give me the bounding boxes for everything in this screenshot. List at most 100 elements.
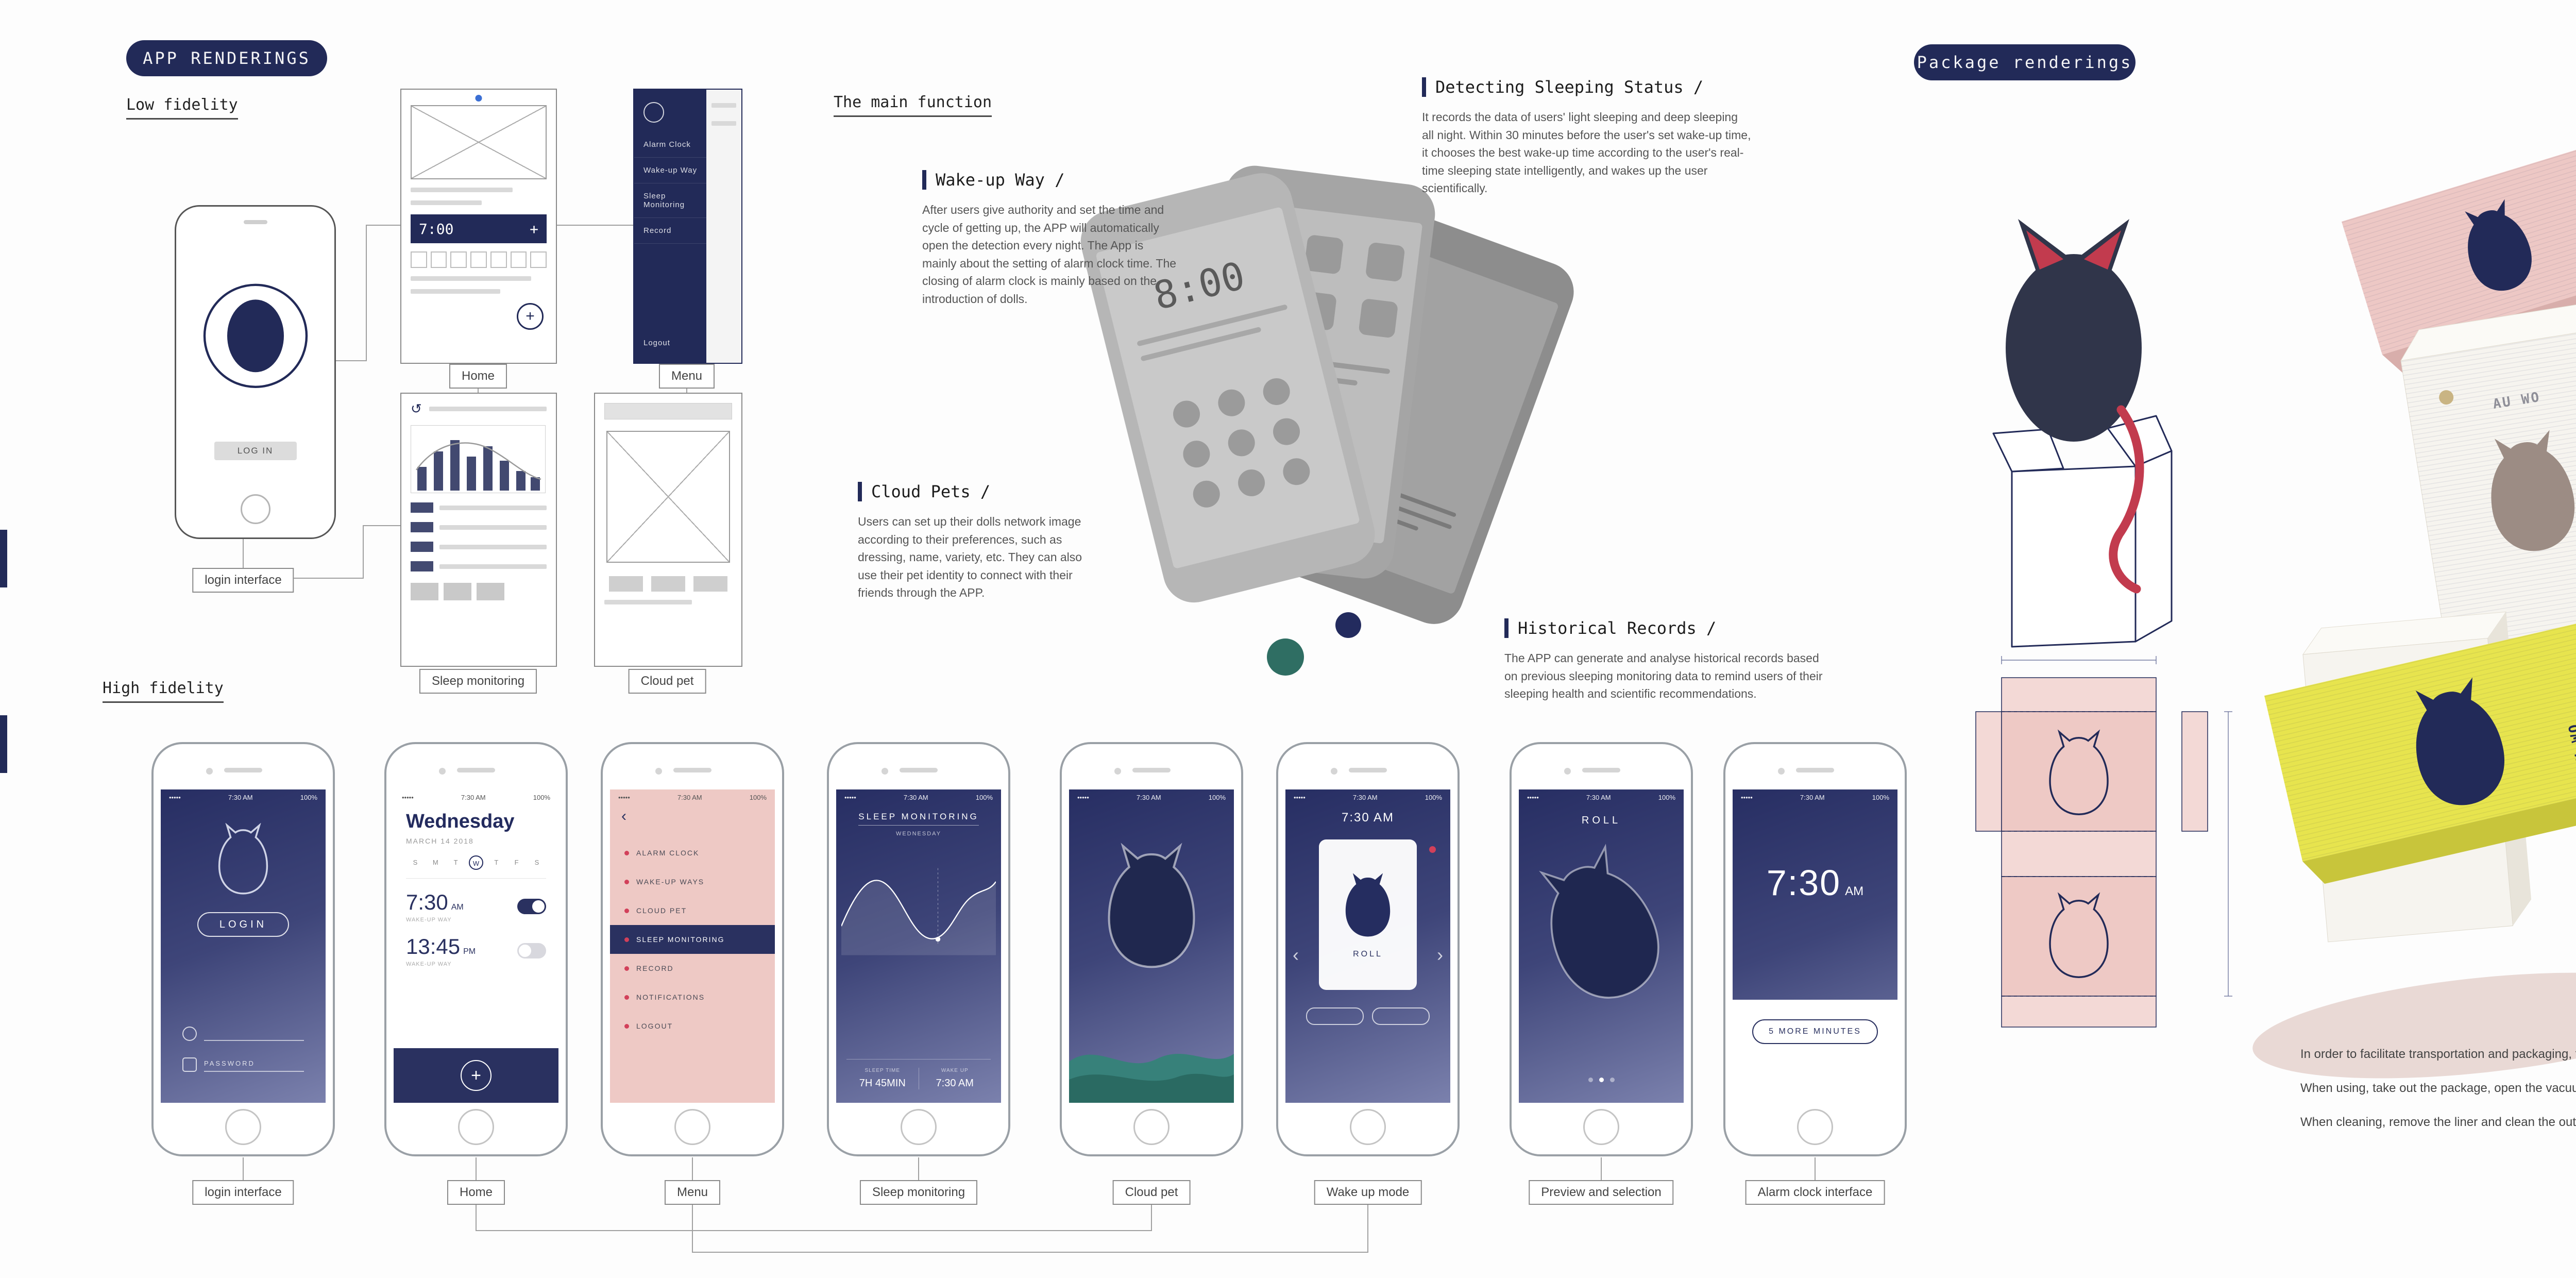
package-box-white-standing: AU WO — [2400, 295, 2576, 649]
home-button — [240, 494, 270, 524]
speaker-slot — [900, 768, 938, 772]
wireframe-menu: Alarm Clock Wake-up Way Sleep Monitoring… — [633, 89, 742, 364]
red-dot-icon — [624, 1023, 629, 1029]
status-time: 7:30 AM — [1136, 794, 1161, 801]
speaker-slot — [224, 768, 262, 772]
label-sleep-monitoring: Sleep monitoring — [419, 669, 537, 694]
alarm-time-text: 7:30 AM — [1341, 811, 1395, 825]
status-time: 7:30 AM — [903, 794, 928, 801]
main-function-label: The main function — [834, 93, 992, 117]
plus-icon: + — [530, 220, 538, 238]
weekday-letter: M — [432, 859, 438, 866]
battery-level: 100% — [749, 794, 767, 801]
text-placeholder — [411, 200, 482, 205]
phone-wake-up-mode: ••••• 7:30 AM 100% 7:30 AM ‹ ROLL › — [1276, 742, 1460, 1156]
navy-sphere — [1335, 612, 1361, 638]
back-icon: ‹ — [621, 808, 626, 825]
red-dot-icon — [624, 908, 629, 913]
status-time: 7:30 AM — [461, 794, 486, 801]
camera-dot — [655, 768, 662, 775]
package-renderings-title: Package renderings — [1914, 44, 2136, 80]
chevron-right-icon: › — [1437, 944, 1443, 965]
battery-level: 100% — [1208, 794, 1226, 801]
weekday-letter: F — [514, 859, 519, 866]
password-field: PASSWORD — [182, 1057, 304, 1072]
label-cloud-pet: Cloud pet — [1112, 1180, 1191, 1205]
status-time: 7:30 AM — [1352, 794, 1378, 801]
red-dot-icon — [624, 966, 629, 971]
add-alarm-icon: + — [461, 1060, 492, 1091]
carrier-dots: ••••• — [1741, 794, 1753, 801]
mode-label: ROLL — [1581, 815, 1621, 826]
menu-item: Sleep Monitoring — [634, 183, 706, 218]
packaging-note: When using, take out the package, open t… — [2300, 1081, 2576, 1095]
speaker-slot — [1796, 768, 1834, 772]
menu-list: ALARM CLOCK WAKE-UP WAYS CLOUD PET SLEEP… — [610, 838, 775, 1040]
status-bar: ••••• 7:30 AM 100% — [394, 789, 558, 805]
battery-level: 100% — [1425, 794, 1442, 801]
mode-card: ROLL — [1319, 839, 1417, 990]
wake-up-mode-screen: ••••• 7:30 AM 100% 7:30 AM ‹ ROLL › — [1285, 789, 1450, 1103]
app-renderings-title: APP RENDERINGS — [126, 40, 327, 76]
avatar — [643, 102, 664, 123]
camera-dot — [1114, 768, 1121, 775]
label-menu: Menu — [658, 364, 715, 389]
speaker-slot — [243, 220, 267, 224]
bottom-panel: 5 MORE MINUTES — [1733, 1000, 1897, 1103]
sleep-bar-chart — [411, 425, 546, 493]
menu-item: RECORD — [610, 954, 775, 983]
sleep-curve-chart — [841, 868, 996, 955]
legend-row — [411, 561, 547, 571]
menu-item: Wake-up Way — [634, 158, 706, 183]
phone-menu: ••••• 7:30 AM 100% ‹ ALARM CLOCK WAKE-UP… — [601, 742, 784, 1156]
screen-subtitle: WEDNESDAY — [895, 831, 942, 837]
doll-egg-icon — [203, 283, 308, 388]
legend-row — [411, 522, 547, 532]
bottom-bar: + — [394, 1048, 558, 1103]
menu-item: LOGOUT — [610, 1012, 775, 1040]
home-button — [1797, 1109, 1833, 1145]
button-row — [595, 576, 741, 592]
carrier-dots: ••••• — [1294, 794, 1306, 801]
home-button — [674, 1109, 710, 1145]
status-bar: ••••• 7:30 AM 100% — [1069, 789, 1234, 805]
cat-in-box-illustration — [1992, 219, 2173, 648]
carrier-dots: ••••• — [1527, 794, 1539, 801]
wireframe-cloud-pet — [594, 393, 742, 667]
status-time: 7:30 AM — [677, 794, 702, 801]
title-placeholder — [604, 403, 732, 419]
teal-sphere — [1267, 638, 1304, 676]
cat-logo-icon — [213, 823, 273, 898]
home-button — [1583, 1109, 1619, 1145]
camera-dot — [1778, 768, 1785, 775]
phone-home: ••••• 7:30 AM 100% Wednesday MARCH 14 20… — [384, 742, 568, 1156]
battery-level: 100% — [1658, 794, 1675, 801]
label-home: Home — [447, 1180, 505, 1205]
home-button — [1350, 1109, 1386, 1145]
text-placeholder — [711, 121, 736, 126]
mode-label: ROLL — [1353, 949, 1383, 959]
menu-drawer: Alarm Clock Wake-up Way Sleep Monitoring… — [634, 90, 706, 363]
camera-dot — [439, 768, 446, 775]
label-preview-selection: Preview and selection — [1529, 1180, 1674, 1205]
battery-level: 100% — [975, 794, 993, 801]
left-edge-mark — [0, 530, 7, 587]
red-dot-icon — [624, 995, 629, 1000]
wireframe-home: 7:00 + + — [400, 89, 557, 364]
wireframe-sleep-monitoring: ↺ — [400, 393, 557, 667]
snooze-button: 5 MORE MINUTES — [1752, 1019, 1878, 1044]
label-sleep-monitoring: Sleep monitoring — [859, 1180, 978, 1205]
label-login-interface: login interface — [192, 1180, 294, 1205]
login-button: LOGIN — [197, 912, 289, 937]
legend-row — [411, 542, 547, 552]
text-placeholder — [411, 188, 513, 192]
feature-title: Wake-up Way / — [922, 170, 1180, 190]
week-cells — [411, 251, 547, 268]
feature-body: It records the data of users' light slee… — [1422, 110, 1751, 195]
lowfi-login-button: LOG IN — [214, 442, 297, 460]
status-bar: ••••• 7:30 AM 100% — [1733, 789, 1897, 805]
